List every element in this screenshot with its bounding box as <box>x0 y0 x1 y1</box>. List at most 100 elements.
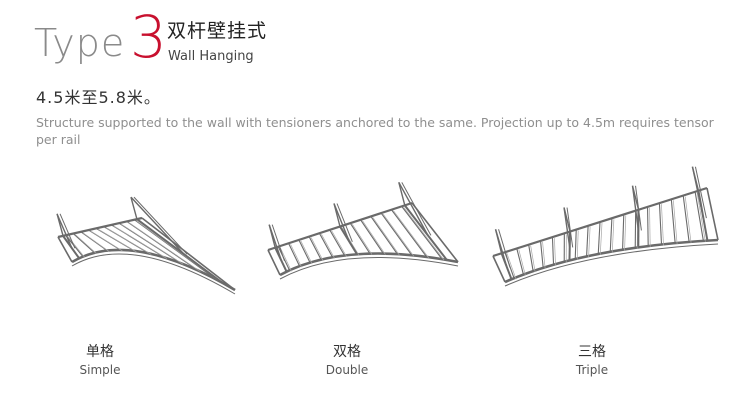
wall-bracket <box>691 166 700 191</box>
support-rail <box>136 218 224 284</box>
side-rail-left <box>267 249 281 276</box>
variant-double-label-cn: 双格 <box>333 344 361 360</box>
front-beam-edge <box>504 243 719 287</box>
canopy-slat-shadow <box>696 192 706 242</box>
tension-arm <box>631 185 640 231</box>
canopy-slat-shadow <box>518 249 526 276</box>
canopy-slat <box>298 239 311 263</box>
canopy-slat-shadow <box>113 225 168 259</box>
canopy-slat <box>370 216 398 255</box>
variant-triple-label-cn: 三格 <box>578 344 606 360</box>
spec-line: 4.5米至5.8米。 <box>36 88 161 107</box>
side-rail-right <box>141 217 236 291</box>
wall-bracket <box>494 229 503 254</box>
canopy-slat <box>360 219 384 254</box>
canopy-slat-shadow <box>624 215 627 251</box>
canopy-slat-shadow <box>67 236 86 258</box>
front-beam <box>504 238 719 284</box>
tension-arm <box>130 196 185 255</box>
canopy-slat-shadow <box>300 240 313 264</box>
awning-double-drawing <box>267 182 459 280</box>
side-rail-right <box>411 202 459 263</box>
canopy-slat-shadow <box>362 220 386 255</box>
canopy-slat-shadow <box>372 217 400 256</box>
canopy-slat-shadow <box>588 226 591 258</box>
canopy-slat-shadow <box>128 222 201 272</box>
variant-simple-label-cn: 单格 <box>86 344 114 360</box>
canopy-slat-shadow <box>98 229 137 253</box>
canopy-slat <box>609 218 613 252</box>
canopy-slat-shadow <box>382 213 415 257</box>
canopy-slat-shadow <box>403 207 445 261</box>
title-chinese: 双杆壁挂式 <box>167 20 268 42</box>
canopy-slat-shadow <box>684 196 692 243</box>
canopy-slat <box>694 191 704 241</box>
canopy-slat <box>528 244 534 272</box>
canopy-slat-shadow <box>649 207 651 248</box>
canopy-slat <box>134 219 217 280</box>
canopy-slat <box>401 206 443 260</box>
canopy-slat <box>597 221 601 255</box>
canopy-slat-shadow <box>331 230 347 257</box>
canopy-slat <box>622 214 625 250</box>
title-english: Wall Hanging <box>168 49 254 64</box>
canopy-slat <box>551 237 555 265</box>
side-rail-right <box>706 187 719 241</box>
canopy-slat <box>308 236 322 260</box>
awning-simple-drawing <box>56 196 236 295</box>
canopy-slat <box>682 195 690 242</box>
front-beam-edge <box>279 257 459 280</box>
description: Structure supported to the wall with ten… <box>36 115 714 147</box>
canopy-slat-shadow <box>90 230 123 252</box>
side-rail-left <box>57 236 73 263</box>
tension-arm-inner <box>498 229 511 268</box>
canopy-slat <box>574 229 577 260</box>
tension-arm-inner <box>401 182 432 236</box>
tension-arm-inner <box>694 166 707 219</box>
canopy-slat-shadow <box>351 223 373 255</box>
canopy-slat <box>647 206 649 247</box>
canopy-slat-shadow <box>611 219 615 253</box>
canopy-slat-shadow <box>279 247 292 272</box>
front-beam-edge <box>71 253 236 295</box>
canopy-slat-shadow <box>530 245 536 273</box>
wall-bracket <box>563 207 571 232</box>
canopy-slat-shadow <box>661 204 664 246</box>
wall-bracket <box>333 203 341 227</box>
variant-triple-label-en: Triple <box>575 363 609 377</box>
canopy-slat <box>516 248 524 275</box>
side-rail-left <box>492 255 506 283</box>
type-word: Type <box>34 21 126 65</box>
canopy-slat <box>390 209 428 258</box>
canopy-slat-shadow <box>554 238 556 266</box>
canopy-slat-shadow <box>576 230 579 261</box>
type-number: 3 <box>130 3 167 71</box>
canopy-slat <box>80 231 108 252</box>
tension-arm <box>398 182 429 236</box>
canopy-slat <box>72 233 96 254</box>
variant-simple-label-en: Simple <box>79 363 121 377</box>
canopy-slat-shadow <box>75 234 97 255</box>
canopy-slat <box>288 243 301 267</box>
tension-arm-inner <box>336 203 353 242</box>
canopy-slat <box>670 199 676 244</box>
awning-triple-drawing <box>492 166 719 287</box>
canopy-slat <box>586 225 589 257</box>
canopy-slat-shadow <box>310 237 324 261</box>
canopy-slat-shadow <box>672 200 678 245</box>
canopy-slat <box>540 240 544 268</box>
canopy-slat-shadow <box>599 222 603 256</box>
canopy-slat <box>380 212 413 256</box>
tension-arm-inner <box>59 213 76 249</box>
canopy-slat <box>349 222 371 254</box>
canopy-slat-shadow <box>393 210 429 259</box>
front-beam <box>71 248 236 292</box>
title-row: Type 3 双杆壁挂式 Wall Hanging <box>34 8 434 70</box>
wall-bracket <box>631 185 640 210</box>
canopy-slat <box>318 232 334 258</box>
tension-arm-inner <box>271 224 285 262</box>
tension-arm <box>333 203 350 243</box>
canopy-slat <box>658 203 663 245</box>
wall-bracket <box>398 182 406 206</box>
wall-bracket <box>56 213 64 237</box>
